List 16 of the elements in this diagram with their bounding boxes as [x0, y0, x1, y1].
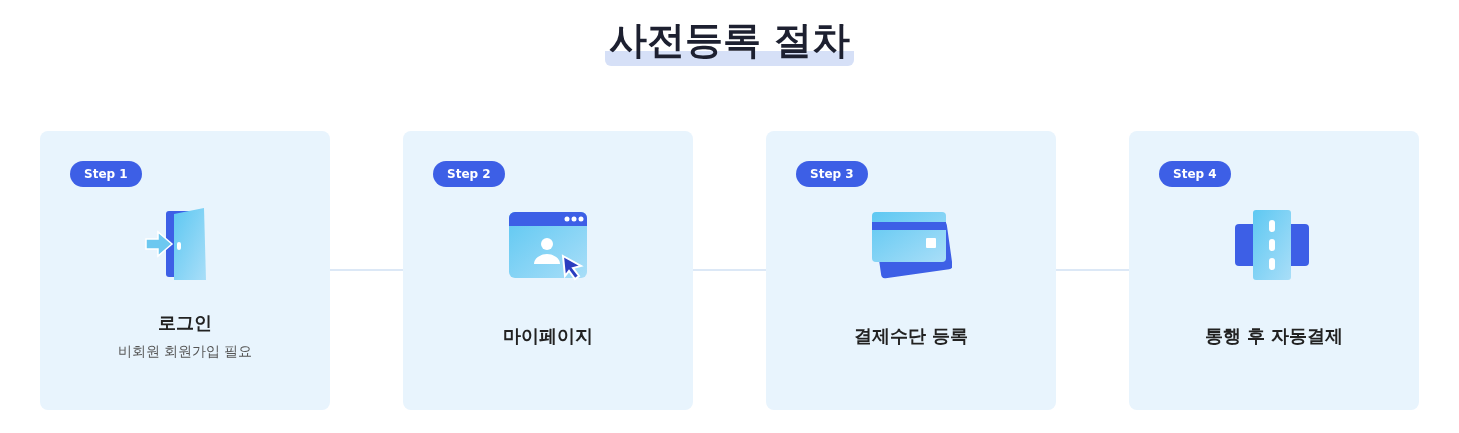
connector-line	[692, 269, 767, 271]
step-title: 로그인	[157, 311, 213, 335]
connector-line	[1055, 269, 1130, 271]
step-card	[403, 131, 693, 410]
step-badge: Step 2	[433, 161, 505, 187]
step-title: 마이페이지	[502, 324, 594, 348]
step-card	[766, 131, 1056, 410]
step-badge: Step 3	[796, 161, 868, 187]
step-badge: Step 1	[70, 161, 142, 187]
step-note: 비회원 회원가입 필요	[116, 343, 254, 361]
step-title: 결제수단 등록	[852, 324, 970, 348]
step-card	[1129, 131, 1419, 410]
step-badge: Step 4	[1159, 161, 1231, 187]
step-card	[40, 131, 330, 410]
connector-line	[329, 269, 404, 271]
step-title: 통행 후 자동결제	[1203, 324, 1345, 348]
